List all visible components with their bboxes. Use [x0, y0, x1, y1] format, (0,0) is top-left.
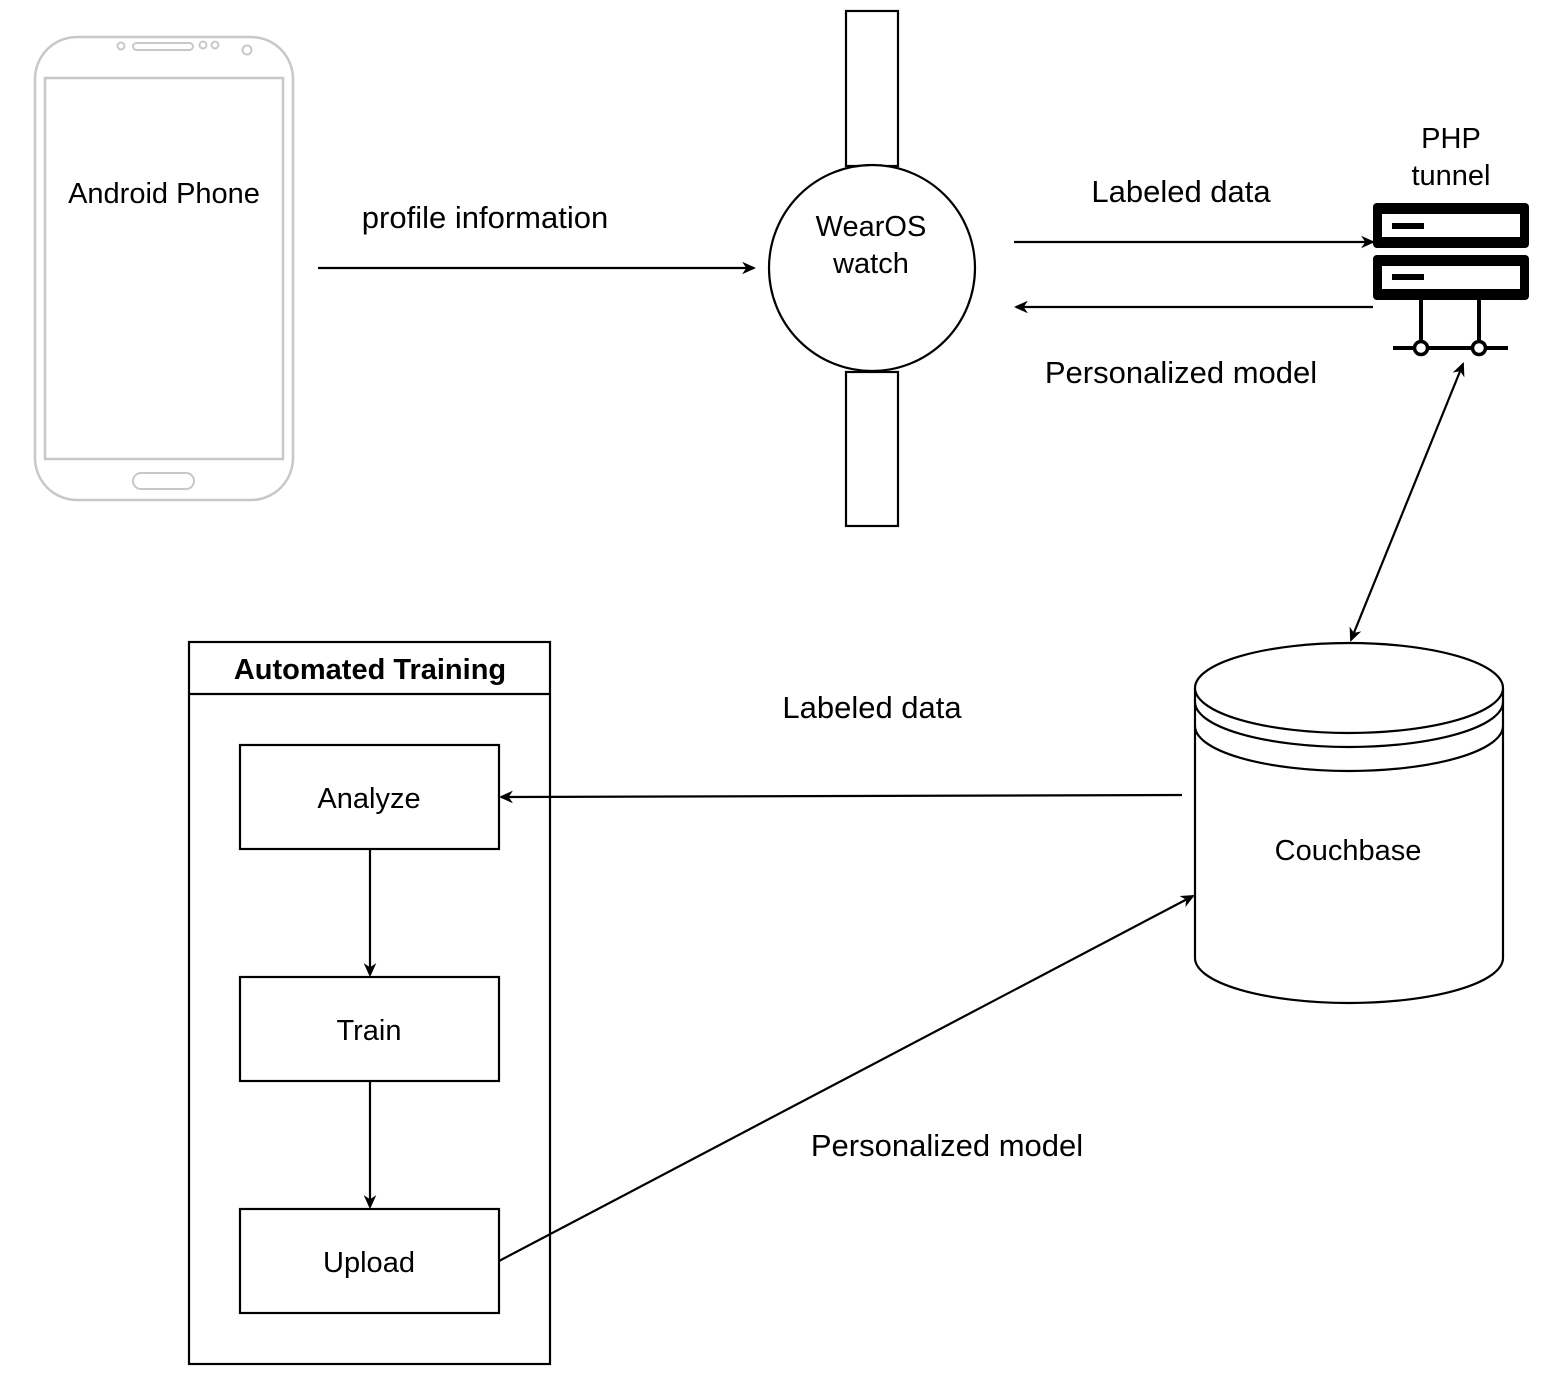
analyze-step-label: Analyze — [317, 783, 420, 815]
edge-label-personalized-model-top: Personalized model — [1045, 355, 1317, 390]
arrow-php-couchbase-bidirectional — [1349, 362, 1465, 642]
watch-label-line2: watch — [832, 248, 909, 280]
upload-step-label: Upload — [323, 1247, 415, 1279]
edge-label-labeled-data-top: Labeled data — [1091, 174, 1271, 209]
edge-label-personalized-model-bottom: Personalized model — [811, 1128, 1083, 1163]
couchbase-label: Couchbase — [1275, 835, 1422, 867]
php-label-line2: tunnel — [1411, 160, 1490, 192]
arrow-upload-to-couchbase — [498, 895, 1195, 1262]
edge-label-labeled-data-bottom: Labeled data — [782, 690, 962, 725]
automated-training-title: Automated Training — [234, 654, 506, 686]
server-icon — [1373, 203, 1529, 357]
upload-step-box — [238, 1207, 501, 1315]
database-icon — [1193, 641, 1505, 1005]
watch-label-line1: WearOS — [816, 211, 927, 243]
analyze-step-box — [238, 743, 501, 851]
wearos-watch-icon — [767, 9, 977, 528]
android-phone-label: Android Phone — [68, 178, 260, 210]
arrow-couchbase-to-analyze — [498, 790, 1183, 804]
edge-label-profile-information: profile information — [362, 200, 608, 235]
train-step-label: Train — [337, 1015, 402, 1047]
android-phone-icon — [33, 35, 295, 502]
php-label-line1: PHP — [1421, 123, 1481, 155]
